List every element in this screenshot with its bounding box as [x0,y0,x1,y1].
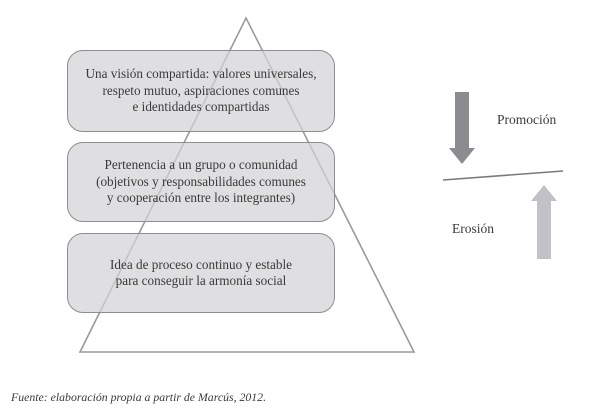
promotion-arrow-down-icon [449,92,475,164]
pyramid-level-bottom-text: Idea de proceso continuo y estable para … [110,256,292,289]
pyramid-level-middle-text: Pertenencia a un grupo o comunidad (obje… [96,157,306,206]
promotion-label: Promoción [497,112,557,127]
source-caption: Fuente: elaboración propia a partir de M… [11,390,267,404]
balance-line [442,170,564,181]
pyramid-level-top-text: Una visión compartida: valores universal… [85,66,317,115]
erosion-label: Erosión [452,221,494,236]
erosion-arrow-up-icon [531,185,557,259]
pyramid-level-bottom: Idea de proceso continuo y estable para … [67,233,335,313]
pyramid-level-top: Una visión compartida: valores universal… [67,50,335,132]
pyramid-level-middle: Pertenencia a un grupo o comunidad (obje… [67,142,335,222]
